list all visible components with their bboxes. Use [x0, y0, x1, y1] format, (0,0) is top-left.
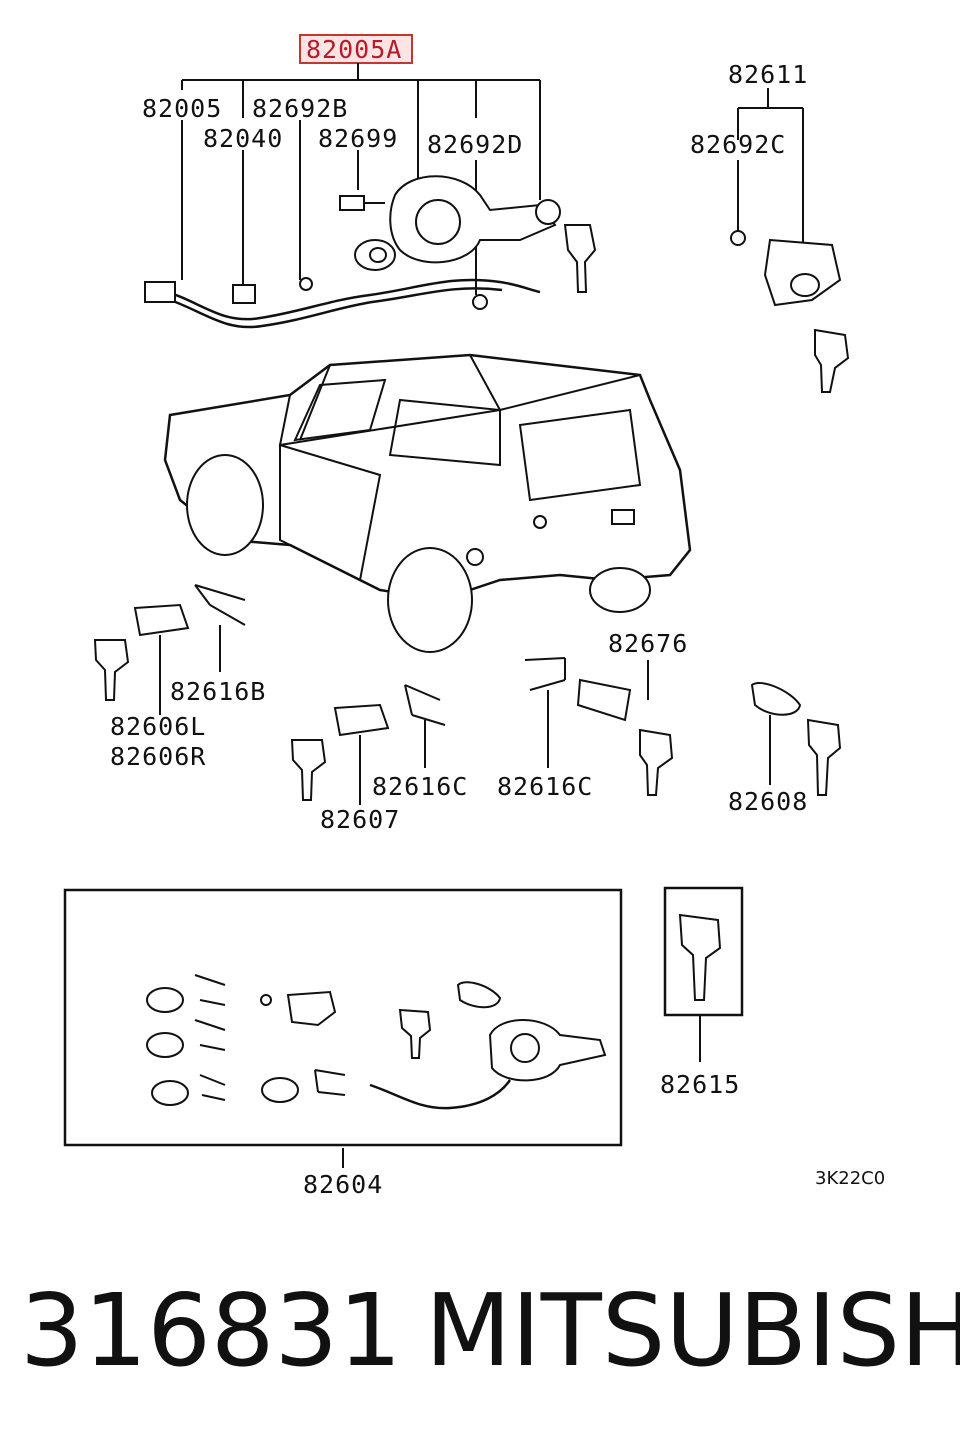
highlight-box: [299, 34, 413, 64]
set-cylinder-3: [151, 1080, 189, 1106]
glove-key: [814, 328, 850, 393]
label-82616C-right[interactable]: 82616C: [497, 772, 593, 801]
vehicle-tailgate-handle: [611, 509, 635, 525]
set-cylinder-2: [146, 1032, 184, 1058]
leader-82606: [159, 625, 221, 715]
label-82611[interactable]: 82611: [728, 60, 808, 89]
door-lock-key-82607: [290, 739, 327, 801]
screw-82692C: [730, 230, 746, 246]
clip-82616C-left: [404, 684, 446, 726]
label-82005[interactable]: 82005: [142, 94, 222, 123]
set-fuel-cylinder: [456, 981, 502, 1009]
leader-lines-ignition: [181, 120, 477, 295]
label-82692D[interactable]: 82692D: [427, 130, 523, 159]
label-82608[interactable]: 82608: [728, 787, 808, 816]
label-82606R[interactable]: 82606R: [110, 742, 206, 771]
tailgate-lock-cylinder: [576, 678, 632, 722]
fuel-lock-key: [806, 718, 842, 796]
label-82699[interactable]: 82699: [318, 124, 398, 153]
bolt-82699: [339, 195, 365, 211]
label-82616B[interactable]: 82616B: [170, 677, 266, 706]
set-clips: [194, 974, 226, 1101]
set-clip-2: [314, 1069, 346, 1096]
label-82616C-left[interactable]: 82616C: [372, 772, 468, 801]
label-82606L[interactable]: 82606L: [110, 712, 206, 741]
screw-82692B: [299, 277, 313, 291]
steering-lock-bore: [415, 199, 461, 245]
set-steering-bore: [510, 1033, 540, 1063]
lock-set-group: 82604: [63, 888, 623, 1199]
leader-82611: [737, 88, 804, 260]
blank-key: [678, 913, 722, 1001]
screw-82692D: [472, 294, 488, 310]
set-cylinder-1: [146, 987, 184, 1013]
door-lock-cylinder-82606: [133, 603, 190, 637]
connector-82040: [232, 284, 256, 304]
blank-key-group: 82615: [660, 886, 744, 1099]
vehicle-rear-wheel: [387, 547, 473, 653]
leader-bracket-main: [181, 63, 541, 200]
steering-lock-body: [389, 175, 557, 264]
harness-cylinder-bore: [369, 247, 387, 263]
vehicle-window-front: [293, 378, 387, 442]
door-lock-cylinder-82607: [333, 703, 390, 737]
ignition-switch-group: 82005A 82005 82692B 82040 82699 82692D: [142, 34, 597, 329]
leader-82607: [359, 720, 426, 805]
set-screw: [260, 994, 272, 1006]
vehicle-outline: [163, 353, 692, 653]
diagram-code: 3K22C0: [815, 1168, 885, 1189]
set-cylinder-4: [261, 1077, 299, 1103]
vehicle-spare-wheel: [589, 567, 651, 613]
label-82615[interactable]: 82615: [660, 1070, 740, 1099]
set-steering-lock: [488, 1019, 607, 1082]
label-82676[interactable]: 82676: [608, 629, 688, 658]
harness-connector: [144, 281, 176, 303]
label-82005A[interactable]: 82005A: [306, 35, 402, 64]
label-82604[interactable]: 82604: [303, 1170, 383, 1199]
label-82040[interactable]: 82040: [203, 124, 283, 153]
tailgate-key: [639, 728, 674, 796]
blank-key-box: [663, 886, 744, 1017]
set-keys: [398, 1008, 432, 1059]
ignition-cylinder-face: [535, 199, 561, 225]
vehicle-door: [279, 443, 382, 582]
glove-lock-group: 82611 82692C: [690, 60, 850, 393]
ignition-key: [563, 224, 597, 293]
vehicle-roofline: [278, 354, 641, 447]
vehicle-window-side: [388, 398, 501, 467]
door-lock-key-82606: [93, 639, 130, 701]
set-harness: [369, 1079, 512, 1110]
glove-lock-body: [763, 238, 842, 307]
vehicle-front-wheel: [186, 454, 264, 556]
label-82607[interactable]: 82607: [320, 805, 400, 834]
wire-harness-2: [164, 287, 503, 329]
clip-82616B: [194, 584, 246, 626]
fuel-lock-cylinder: [750, 682, 802, 716]
wire-harness: [159, 278, 541, 321]
vehicle-tailgate-lock: [533, 515, 547, 529]
footer-brand: MITSUBISHI: [425, 1272, 960, 1389]
clip-82616C-right: [524, 657, 566, 691]
label-82692B[interactable]: 82692B: [252, 94, 348, 123]
vehicle-rear-window: [518, 408, 642, 502]
set-glove-lock: [286, 990, 337, 1027]
glove-lock-face: [790, 273, 820, 297]
footer-part-number: 316831: [20, 1272, 402, 1389]
vehicle-fuel-lid: [466, 548, 484, 566]
lock-set-box: [63, 888, 623, 1147]
door-lock-group: 82616B 82606L 82606R 82616C 82607 82616C…: [93, 584, 842, 834]
